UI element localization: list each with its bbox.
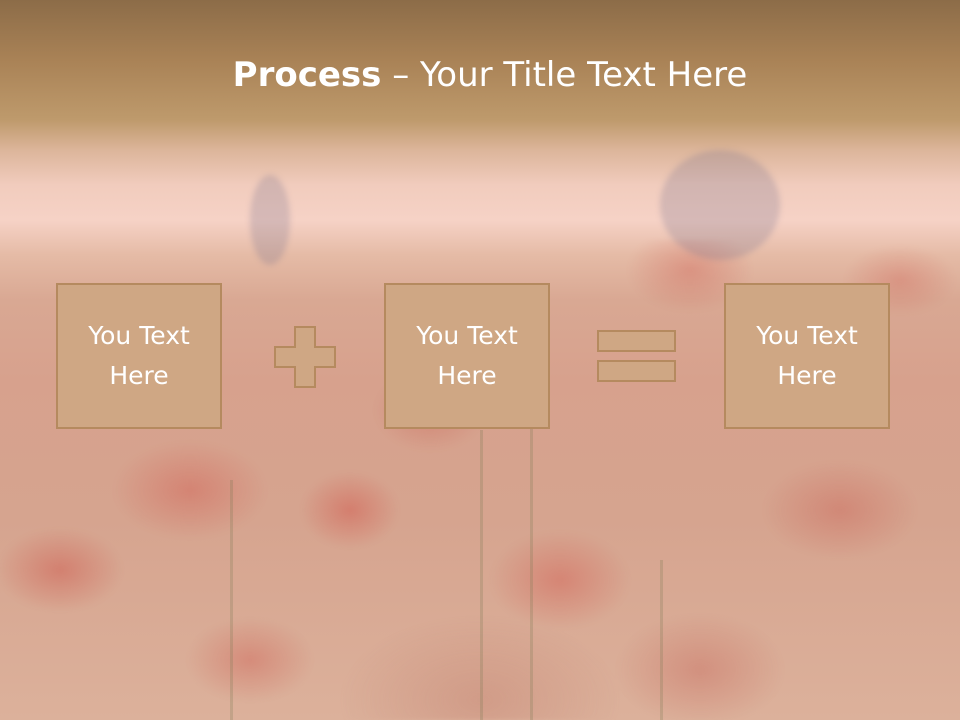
slide-title: Process – Your Title Text Here: [0, 54, 960, 96]
title-separator: –: [381, 55, 421, 95]
background-stem: [530, 420, 533, 720]
plus-icon: [274, 326, 336, 388]
process-box-text: You Text Here: [88, 321, 190, 390]
background-flower: [250, 175, 290, 265]
process-box-3: You Text Here: [724, 283, 890, 429]
title-bold: Process: [232, 55, 382, 95]
process-box-1: You Text Here: [56, 283, 222, 429]
background-stem: [480, 430, 483, 720]
background-stem: [230, 480, 233, 720]
background-stem: [660, 560, 663, 720]
background-flower: [660, 150, 780, 260]
process-box-text: You Text Here: [756, 321, 858, 390]
process-box-text: You Text Here: [416, 321, 518, 390]
equals-icon: [597, 330, 676, 382]
title-rest: Your Title Text Here: [420, 55, 748, 95]
process-box-2: You Text Here: [384, 283, 550, 429]
